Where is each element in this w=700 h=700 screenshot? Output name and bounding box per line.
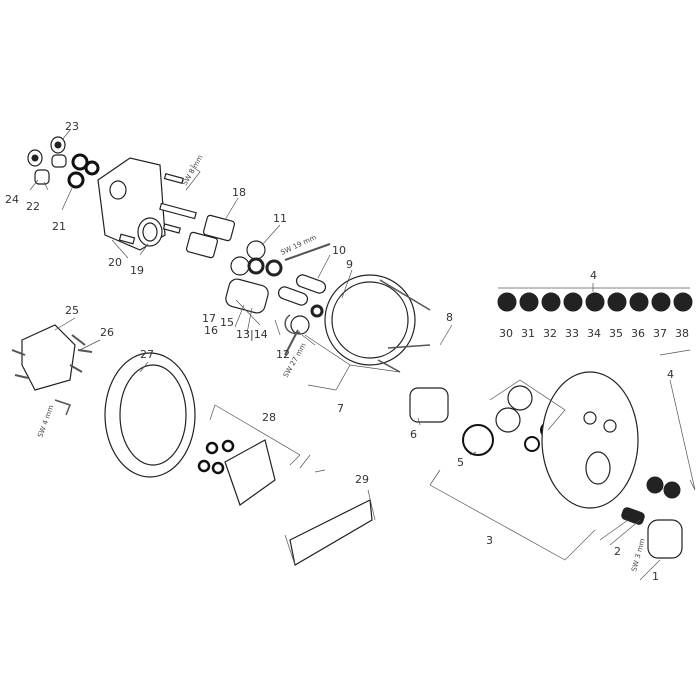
label-17: 17	[202, 312, 216, 325]
label-10: 10	[332, 244, 346, 257]
label-24: 24	[5, 193, 19, 206]
label-33: 33	[565, 327, 579, 340]
part-25-26-mounting-block	[11, 324, 93, 416]
label-5: 5	[457, 456, 464, 469]
sw-19mm-label: SW 19 mm	[279, 233, 317, 257]
label-26: 26	[100, 326, 114, 339]
part-3-cover-plate	[541, 371, 639, 509]
label-2: 2	[614, 545, 621, 558]
label-18: 18	[232, 186, 246, 199]
label-32: 32	[543, 327, 557, 340]
label-21: 21	[52, 220, 66, 233]
label-4-top: 4	[590, 269, 597, 282]
part-23-24-22-fittings	[27, 136, 100, 189]
part-28-plate	[197, 439, 276, 506]
label-11: 11	[273, 212, 287, 225]
sw-8mm-label: SW 8 mm	[181, 153, 205, 187]
label-28: 28	[262, 411, 276, 424]
label-19: 19	[130, 264, 144, 277]
label-7: 7	[337, 402, 344, 415]
label-31: 31	[521, 327, 535, 340]
label-13-14: 13|14	[236, 328, 268, 341]
part-27-trim-ring	[104, 352, 196, 478]
label-22: 22	[26, 200, 40, 213]
label-16: 16	[204, 324, 218, 337]
label-29: 29	[355, 473, 369, 486]
knob-set-30-38	[497, 292, 693, 312]
label-37: 37	[653, 327, 667, 340]
label-9: 9	[346, 258, 353, 271]
label-3: 3	[486, 534, 493, 547]
label-27: 27	[140, 348, 154, 361]
label-25: 25	[65, 304, 79, 317]
label-36: 36	[631, 327, 645, 340]
label-23: 23	[65, 120, 79, 133]
label-20: 20	[108, 256, 122, 269]
label-35: 35	[609, 327, 623, 340]
part-1-2-handle	[621, 476, 683, 559]
sw-3mm-label: SW 3 mm	[630, 538, 647, 573]
label-8: 8	[446, 311, 453, 324]
label-34: 34	[587, 327, 601, 340]
sw-4mm-label: SW 4 mm	[36, 404, 55, 439]
label-6: 6	[410, 428, 417, 441]
part-19-valve-body	[97, 157, 201, 251]
label-15: 15	[220, 316, 234, 329]
part-29-bracket	[284, 489, 376, 566]
label-38: 38	[675, 327, 689, 340]
leader-lines	[29, 129, 696, 581]
label-1: 1	[652, 570, 659, 583]
label-4-right: 4	[667, 368, 674, 381]
label-12: 12	[276, 348, 290, 361]
label-30: 30	[499, 327, 513, 340]
part-18-cartridges	[185, 214, 236, 259]
part-7-mounting-plate	[324, 274, 431, 373]
part-number-labels: 23 24 22 21 20 19 18 11 10 9 17 15 16 13…	[5, 120, 689, 583]
part-6-5-sleeve-ring	[409, 387, 494, 456]
